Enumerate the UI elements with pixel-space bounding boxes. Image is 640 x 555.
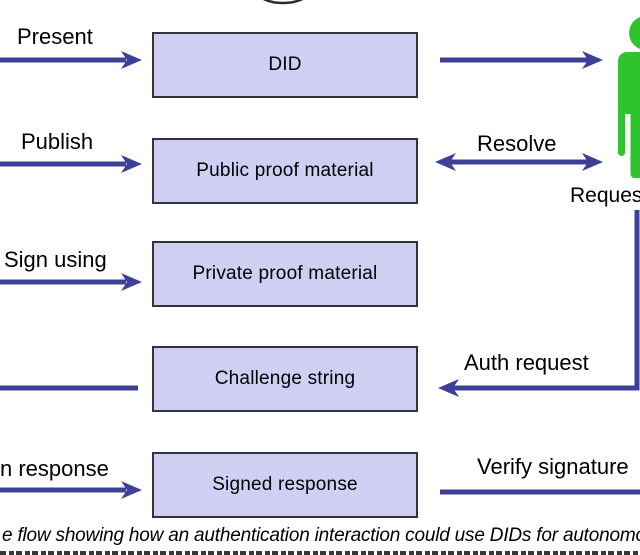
box-signed-response-label: Signed response — [212, 474, 358, 495]
figure-caption-second-line-clipped — [0, 551, 640, 555]
cropped-oval-outline — [262, 0, 304, 5]
box-public-proof-material: Public proof material — [152, 138, 418, 204]
person-icon — [618, 17, 640, 178]
box-did: DID — [152, 32, 418, 98]
present-arrowhead — [121, 51, 142, 69]
verify-signature-label: Verify signature — [477, 454, 629, 479]
did-to-actor-arrowhead — [582, 51, 603, 69]
box-challenge-string-label: Challenge string — [214, 368, 356, 389]
auth-request-elbow-line — [453, 210, 640, 391]
box-signed-response: Signed response — [152, 452, 418, 518]
auth-request-arrowhead — [438, 379, 459, 397]
figure-caption: e flow showing how an authentication int… — [2, 525, 640, 546]
resolve-arrowhead-left — [435, 153, 456, 171]
sign-using-arrowhead — [121, 273, 142, 291]
resolve-arrowhead-right — [582, 153, 603, 171]
box-challenge-string: Challenge string — [152, 346, 418, 412]
box-private-proof-material: Private proof material — [152, 241, 418, 307]
resolve-label: Resolve — [477, 131, 557, 156]
response-arrowhead — [121, 481, 142, 499]
publish-label: Publish — [21, 129, 94, 154]
present-label: Present — [17, 24, 93, 49]
auth-request-label: Auth request — [464, 350, 589, 375]
box-public-proof-material-label: Public proof material — [196, 160, 374, 181]
sign-using-label: Sign using — [4, 247, 107, 272]
requesting-party-label: Reques — [570, 184, 640, 207]
response-label: n response — [0, 456, 109, 481]
publish-arrowhead — [121, 155, 142, 173]
box-did-label: DID — [268, 54, 302, 75]
box-private-proof-material-label: Private proof material — [192, 263, 378, 284]
